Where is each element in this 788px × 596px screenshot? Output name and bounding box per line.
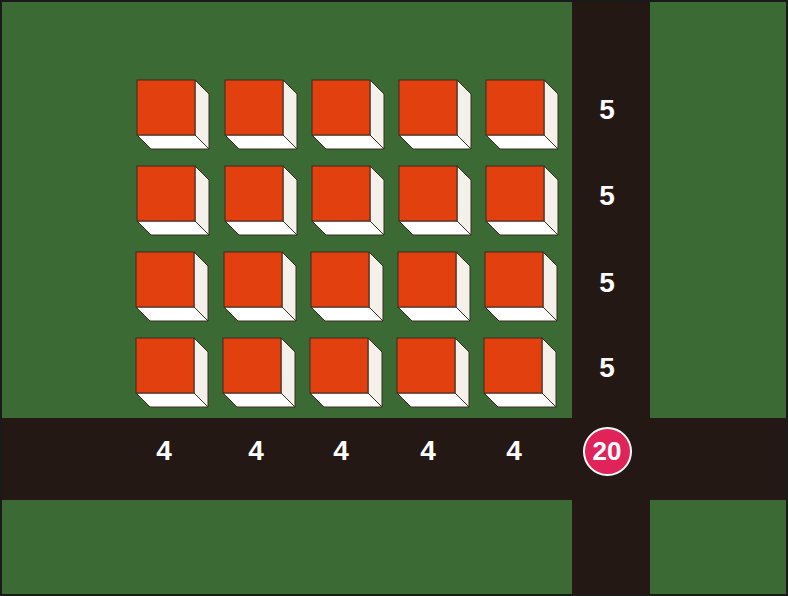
house-cube — [397, 338, 469, 407]
road-horizontal — [0, 418, 788, 500]
column-count: 5 — [599, 269, 615, 297]
column-count: 5 — [599, 96, 615, 124]
house-cube — [486, 80, 558, 149]
house-cube — [311, 252, 383, 321]
house-cube — [225, 166, 297, 235]
house-cube — [399, 80, 471, 149]
house-cube — [484, 338, 556, 407]
total-circle: 20 — [583, 427, 632, 476]
house-cube — [486, 166, 558, 235]
row-count: 4 — [333, 437, 349, 465]
house-cube — [224, 252, 296, 321]
house-cube — [137, 166, 209, 235]
row-count: 4 — [156, 437, 172, 465]
column-count: 5 — [599, 182, 615, 210]
house-cube — [223, 338, 295, 407]
house-grid — [136, 80, 558, 407]
house-cube — [312, 166, 384, 235]
house-cube — [310, 338, 382, 407]
total-number: 20 — [593, 438, 622, 464]
house-cube — [136, 252, 208, 321]
house-cube — [225, 80, 297, 149]
road-vertical — [572, 0, 650, 596]
house-cube — [485, 252, 557, 321]
house-cube — [136, 338, 208, 407]
column-count: 5 — [599, 354, 615, 382]
row-count: 4 — [506, 437, 522, 465]
row-count: 4 — [420, 437, 436, 465]
house-cube — [137, 80, 209, 149]
house-cube — [312, 80, 384, 149]
row-count: 4 — [248, 437, 264, 465]
house-cube — [398, 252, 470, 321]
house-cube — [399, 166, 471, 235]
